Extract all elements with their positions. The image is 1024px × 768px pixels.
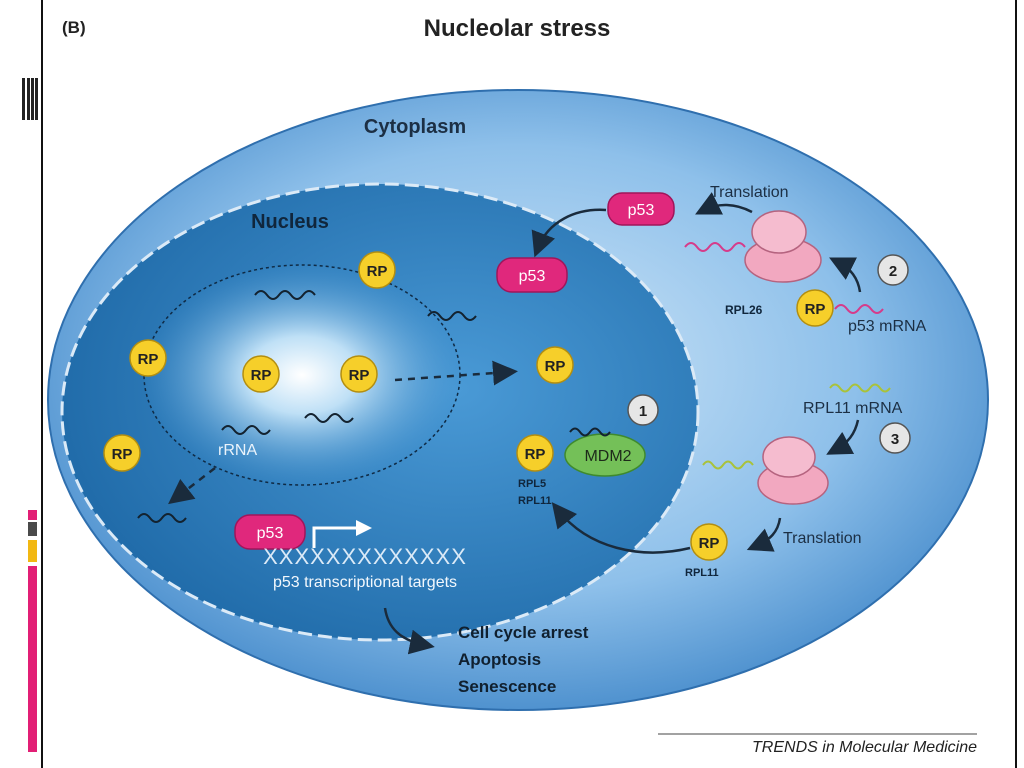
rpl11-mrna-label: RPL11 mRNA [803,400,903,417]
dashed-arrow-rp-export [394,360,518,386]
svg-text:p53: p53 [519,268,546,285]
outcome-senescence: Senescence [458,677,556,696]
arrow-translation-bottom [746,517,782,552]
ribosome-bottom [757,436,829,505]
p53-mrna-squiggle [834,304,884,314]
rp-protein: RP [129,339,167,377]
arrow-p53-import [531,208,607,258]
translation-label-bottom: Translation [783,530,862,547]
p53-mrna-squiggle-left [684,242,746,252]
dna-strand: XXXXXXXXXXXXX [263,544,467,569]
rp-protein: RP [358,251,396,289]
rrna-label: rRNA [218,442,257,459]
svg-text:RP: RP [699,535,720,552]
arrow-to-outcomes [383,607,435,655]
rrna-squiggle [137,513,187,523]
mdm2-label: MDM2 [584,448,631,465]
translation-label-top: Translation [710,184,789,201]
rp-protein-rpl26: RP [796,289,834,327]
svg-text:RP: RP [525,446,546,463]
svg-text:RP: RP [367,263,388,280]
targets-label: p53 transcriptional targets [273,574,457,591]
side-accent-pink-top [28,510,37,520]
rp-protein: RP [536,346,574,384]
outcome-cell-cycle-arrest: Cell cycle arrest [458,623,589,642]
nucleolus [143,264,461,486]
p53-mrna-label: p53 mRNA [848,318,927,335]
mrna-squiggle [569,427,611,437]
rpl11-mrna-squiggle [829,383,891,393]
rpl11-mrna-squiggle-left [702,460,754,470]
panel-label: (B) [62,18,86,37]
rp-protein: RP [242,355,280,393]
svg-text:RP: RP [545,358,566,375]
rp-protein-bound: RP [516,434,554,472]
rrna-squiggle [221,425,271,435]
svg-text:p53: p53 [628,202,655,219]
decorative-bars [22,78,38,120]
svg-text:RP: RP [138,351,159,368]
side-accent-gray [28,522,37,536]
side-accent-yellow [28,540,37,562]
step-badge-3: 3 [879,422,911,454]
step-badge-2: 2 [877,254,909,286]
svg-text:1: 1 [639,403,647,420]
transcription-arrowhead [356,520,372,536]
svg-text:2: 2 [889,263,897,280]
rrna-squiggle [304,413,354,423]
svg-text:RP: RP [251,367,272,384]
nucleus-label: Nucleus [251,211,329,233]
svg-text:RP: RP [349,367,370,384]
arrow-translation-top [695,192,753,215]
rp-protein: RP [103,434,141,472]
cytoplasm-label: Cytoplasm [364,116,466,138]
svg-text:RP: RP [805,301,826,318]
arrow-translation-start [829,257,862,293]
rpl26-label: RPL26 [725,303,763,317]
outcome-apoptosis: Apoptosis [458,650,541,669]
p53-protein-nucleus: p53 [496,257,568,293]
arrow-rpl11-translation-start [826,419,860,455]
rp-protein: RP [340,355,378,393]
rrna-squiggle [427,311,477,321]
rpl11-label: RPL11 [518,495,552,507]
arrow-rpl11-to-mdm2 [551,502,691,554]
credit-text: TRENDS in Molecular Medicine [752,739,977,756]
diagram-title: Nucleolar stress [424,15,611,42]
ribosome-top [744,210,822,283]
side-accent-pink-long [28,566,37,752]
rp-protein-rpl11: RP [690,523,728,561]
transcription-start-arrow [312,526,360,548]
dashed-arrow-rrna-release [168,467,216,505]
p53-protein-cytoplasm: p53 [607,192,675,226]
svg-text:p53: p53 [257,525,284,542]
mdm2-protein [564,433,646,477]
rpl5-label: RPL5 [518,478,546,490]
rpl11-small-label: RPL11 [685,567,719,579]
p53-protein-dna: p53 [234,514,306,550]
svg-text:RP: RP [112,446,133,463]
rrna-squiggle [254,290,316,300]
svg-text:3: 3 [891,431,899,448]
step-badge-1: 1 [627,394,659,426]
